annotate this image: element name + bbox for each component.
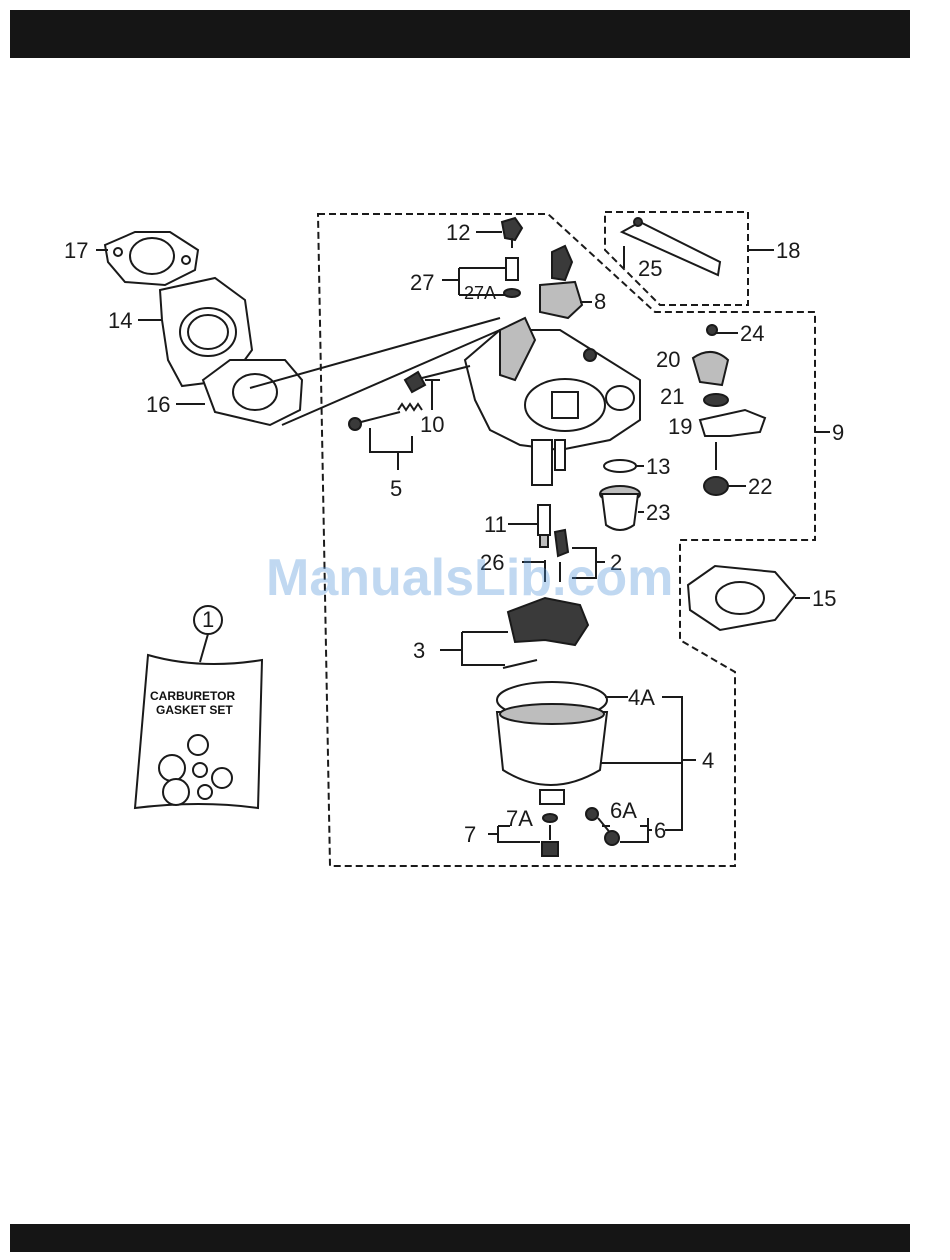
callout-16: 16 [146,392,170,417]
callout-11: 11 [484,512,507,537]
callout-3: 3 [413,638,425,663]
callout-6A: 6A [610,798,637,823]
callout-7: 7 [464,822,476,847]
footer-bar [10,1224,910,1252]
cap-23 [600,486,640,530]
choke-lever-group [693,325,765,495]
callout-4A: 4A [628,685,655,710]
main-jet-11 [538,505,550,547]
screw-12 [502,218,522,248]
callout-15: 15 [812,586,836,611]
callout-6: 6 [654,818,666,843]
callout-27A: 27A [464,283,496,303]
float-bowl-4 [497,682,607,804]
callout-7A: 7A [506,806,533,831]
gasket-17 [105,232,198,285]
callout-24: 24 [740,321,764,346]
callout-4: 4 [702,748,714,773]
screw-10 [398,366,470,410]
callout-23: 23 [646,500,670,525]
callout-1: 1 [202,607,214,632]
callout-21: 21 [660,384,684,409]
callout-13: 13 [646,454,670,479]
bolt-7 [542,814,558,856]
gasket-15 [688,566,795,630]
callout-18: 18 [776,238,800,263]
float-3 [503,598,588,668]
kit-label-line2: GASKET SET [156,703,233,717]
watermark: ManualsLib.com [266,549,673,607]
kit-label-line1: CARBURETOR [150,689,235,703]
lever-group-boundary [605,212,748,305]
callout-19: 19 [668,414,692,439]
throttle-lever-18 [622,218,720,275]
callout-8: 8 [594,289,606,314]
pilot-jet-27 [504,258,520,297]
callout-9: 9 [832,420,844,445]
callout-25: 25 [638,256,662,281]
callout-12: 12 [446,220,470,245]
callout-22: 22 [748,474,772,499]
callout-14: 14 [108,308,132,333]
callout-20: 20 [656,347,680,372]
choke-part-8 [540,246,582,318]
callout-10: 10 [420,412,444,437]
screw-5 [349,412,400,430]
callout-5: 5 [390,476,402,501]
callout-17: 17 [64,238,88,263]
callout-27: 27 [410,270,434,295]
seal-13 [604,460,636,472]
